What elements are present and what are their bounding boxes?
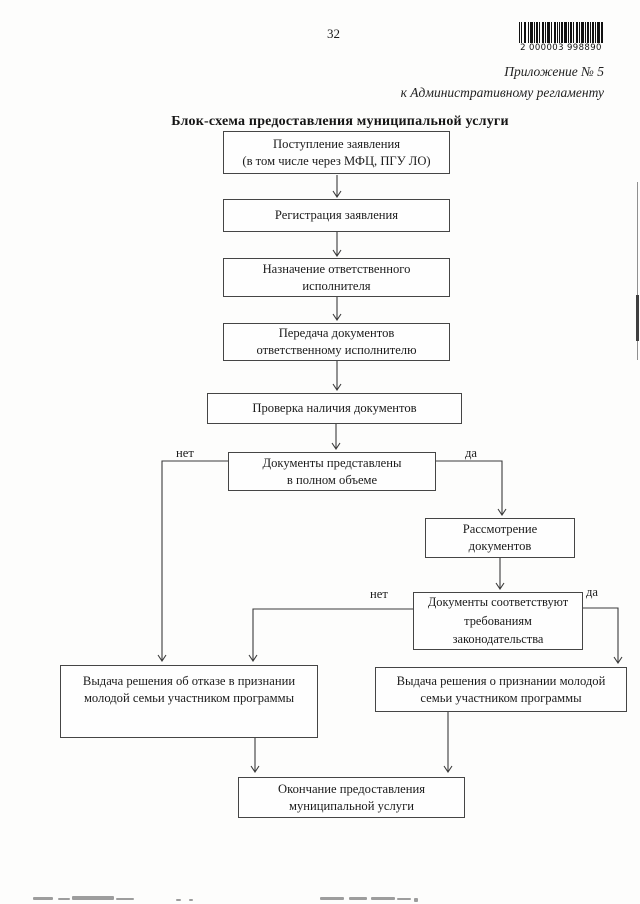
barcode: 2 000003 998890 (519, 22, 603, 53)
node-text: Передача документов (278, 326, 395, 341)
flow-node-end-service: Окончание предоставления муниципальной у… (238, 777, 465, 818)
node-text: документов (468, 539, 532, 553)
node-text: исполнителя (302, 278, 371, 293)
scan-artifact (176, 899, 181, 901)
scan-artifact (189, 899, 193, 901)
flow-node-review-docs: Рассмотрение документов (425, 518, 575, 558)
connector-registration-assign (332, 232, 342, 257)
node-text: Регистрация заявления (274, 208, 399, 223)
scan-artifact (636, 295, 639, 341)
node-text: Документы представлены (262, 455, 402, 470)
branch-label-yes: да (465, 446, 477, 460)
flow-node-intake: Поступление заявления (в том числе через… (223, 131, 450, 174)
scan-artifact (72, 896, 114, 900)
flow-node-docs-conform: Документы соответствуют требованиям зако… (413, 592, 583, 650)
barcode-bars (519, 22, 603, 43)
node-text: Документы соответствуют (427, 595, 569, 610)
node-text: семьи участником программы (420, 690, 582, 705)
connector-check-complete (331, 424, 341, 450)
scan-artifact (397, 898, 411, 900)
connector-approval-end (443, 712, 453, 773)
flow-node-docs-complete: Документы представлены в полном объеме (228, 452, 436, 491)
connector-intake-registration (332, 175, 342, 198)
node-text: Проверка наличия документов (252, 401, 417, 416)
connector-review-conform (495, 558, 505, 590)
connector-refusal-end (250, 738, 260, 773)
scan-artifact (414, 898, 418, 902)
connector-yes-conform-approval (583, 607, 623, 664)
branch-label-yes: да (586, 585, 598, 599)
branch-label-no: нет (176, 446, 194, 460)
flow-node-check-docs: Проверка наличия документов (207, 393, 462, 424)
appendix-header: Приложение № 5 к Административному регла… (401, 62, 604, 104)
node-text: законодательства (452, 632, 544, 647)
node-text: Выдача решения о признании молодой (396, 673, 606, 688)
scan-artifact (637, 182, 638, 360)
node-text: молодой семьи участником программы (83, 690, 295, 705)
connector-no-complete-refusal (157, 460, 228, 662)
node-text: Выдача решения об отказе в признании (82, 674, 296, 688)
scan-artifact (33, 897, 53, 900)
branch-label-no: нет (370, 587, 388, 601)
node-text: (в том числе через МФЦ, ПГУ ЛО) (242, 153, 431, 168)
flow-node-refusal-decision: Выдача решения об отказе в признании мол… (60, 665, 318, 738)
connector-no-conform-refusal (248, 608, 413, 662)
appendix-line: Приложение № 5 (504, 64, 604, 79)
flow-node-transfer-docs: Передача документов ответственному испол… (223, 323, 450, 361)
flow-node-assign-executor: Назначение ответственного исполнителя (223, 258, 450, 297)
node-text: Назначение ответственного (262, 261, 411, 276)
node-text: муниципальной услуги (289, 798, 414, 813)
page-number: 32 (327, 26, 340, 41)
connector-transfer-check (332, 361, 342, 391)
scan-artifact (371, 897, 395, 900)
flow-node-approval-decision: Выдача решения о признании молодой семьи… (375, 667, 627, 712)
scan-artifact (349, 897, 367, 900)
scan-artifact (320, 897, 344, 900)
node-text: Поступление заявления (272, 136, 401, 151)
scan-artifact (116, 898, 134, 900)
flow-node-registration: Регистрация заявления (223, 199, 450, 232)
connector-assign-transfer (332, 297, 342, 321)
node-text: ответственному исполнителю (256, 343, 417, 357)
node-text: требованиям (464, 613, 532, 628)
barcode-digits: 2 000003 998890 (520, 43, 602, 53)
scan-artifact (58, 898, 70, 900)
node-text: Рассмотрение (462, 522, 538, 537)
regulation-line: к Административному регламенту (400, 84, 604, 100)
page-title: Блок-схема предоставления муниципальной … (171, 114, 509, 129)
connector-yes-complete-review (436, 460, 507, 516)
node-text: в полном объеме (286, 472, 378, 487)
node-text: Окончание предоставления (278, 781, 425, 796)
